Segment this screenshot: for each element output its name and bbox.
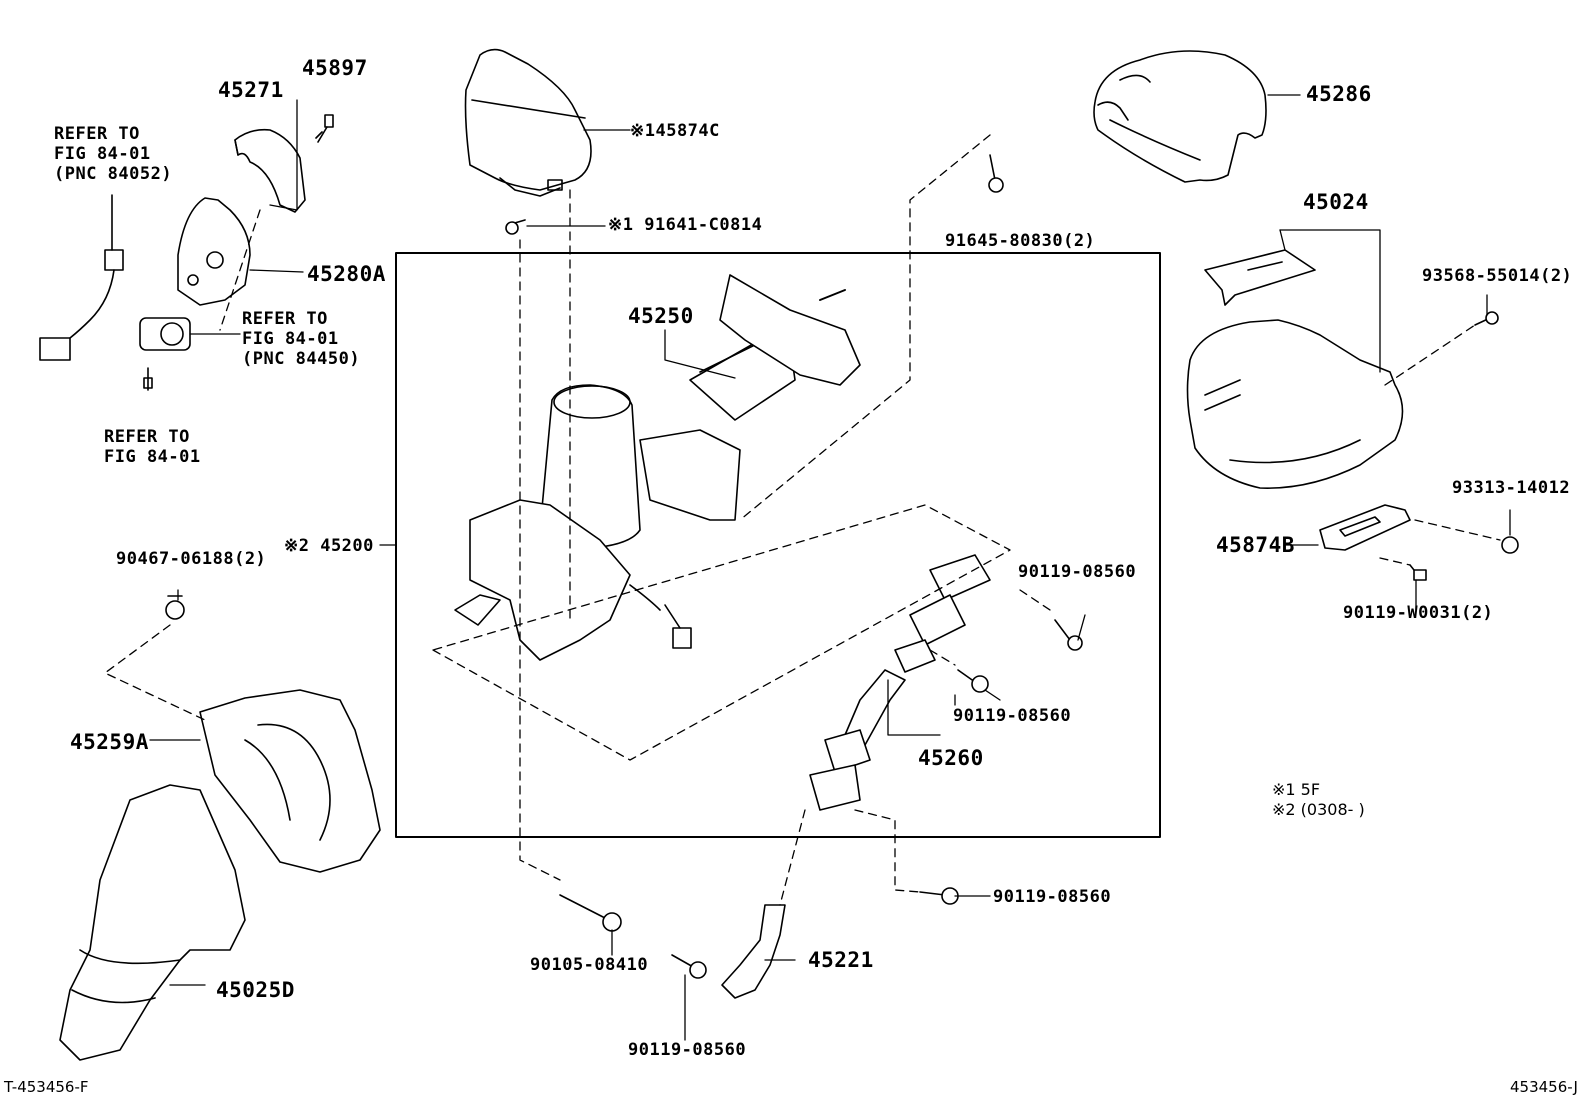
label-45897: 45897: [302, 56, 368, 80]
refer-line: REFER TO: [54, 124, 140, 144]
part-bolt-91645: [988, 154, 1004, 193]
part-45260-shaft: [809, 554, 991, 811]
label-45200: ※2 45200: [284, 536, 374, 556]
label-45221: 45221: [808, 948, 874, 972]
footer-right-code: 453456-J: [1510, 1078, 1578, 1096]
part-45250-column: [454, 274, 861, 661]
part-clip-90467: [165, 595, 185, 620]
dashed-lines: [104, 134, 1501, 906]
label-90119-W0031: 90119-W0031(2): [1343, 603, 1494, 623]
refer-line: (PNC 84052): [54, 164, 173, 184]
part-45025D-boot: [59, 784, 246, 1061]
part-45024-cover: [1186, 249, 1404, 489]
refer-line: FIG 84-01: [54, 144, 151, 164]
leader-lines: [149, 94, 1511, 1041]
part-45874C-cover: [464, 48, 592, 197]
part-small-screw: [143, 367, 153, 391]
label-90119-08560-b: 90119-08560: [953, 706, 1072, 726]
label-45286: 45286: [1306, 82, 1372, 106]
label-45025D: 45025D: [216, 978, 295, 1002]
part-bolt-90119-a: [1054, 619, 1083, 651]
refer-line: (PNC 84450): [242, 349, 361, 369]
label-45024: 45024: [1303, 190, 1369, 214]
part-bolt-90119-c: [919, 887, 959, 905]
label-91641: ※1 91641-C0814: [608, 215, 763, 235]
label-90119-08560-a: 90119-08560: [1018, 562, 1137, 582]
part-45271-clamp: [234, 128, 306, 213]
part-ignition-switch: [139, 317, 191, 351]
part-wire-connector: [39, 194, 124, 361]
part-45286-cover: [1093, 50, 1267, 183]
label-45271: 45271: [218, 78, 284, 102]
footer-left-code: T-453456-F: [4, 1078, 89, 1096]
part-45897-bolt: [315, 114, 334, 143]
refer-line: REFER TO: [242, 309, 328, 329]
refer-line: REFER TO: [104, 427, 190, 447]
part-45259A-cover: [199, 689, 381, 873]
label-45250: 45250: [628, 304, 694, 328]
refer-line: FIG 84-01: [242, 329, 339, 349]
label-90119-08560-c: 90119-08560: [993, 887, 1112, 907]
label-91645: 91645-80830(2): [945, 231, 1096, 251]
label-93568: 93568-55014(2): [1422, 266, 1573, 286]
part-bolt-90119-d: [671, 954, 707, 979]
part-45280A-housing: [177, 197, 251, 306]
part-bolt-93568: [1474, 311, 1499, 326]
label-45874B: 45874B: [1216, 533, 1295, 557]
note-2: ※2 (0308- ): [1272, 800, 1365, 819]
label-90119-08560-d: 90119-08560: [628, 1040, 747, 1060]
note-1: ※1 5F: [1272, 780, 1321, 799]
part-bolt-91641: [505, 219, 526, 235]
label-45260: 45260: [918, 746, 984, 770]
label-90105: 90105-08410: [530, 955, 649, 975]
label-45259A: 45259A: [70, 730, 149, 754]
part-45874B-bracket: [1319, 504, 1411, 551]
refer-to-84450: REFER TO FIG 84-01 (PNC 84450): [242, 309, 360, 369]
part-bolt-93313: [1501, 536, 1519, 554]
part-45221-yoke: [721, 904, 786, 999]
refer-to-84-01: REFER TO FIG 84-01: [104, 427, 201, 467]
label-45280A: 45280A: [307, 262, 386, 286]
refer-to-84052: REFER TO FIG 84-01 (PNC 84052): [54, 124, 172, 184]
part-bolt-90119-w: [1409, 564, 1427, 581]
label-93313: 93313-14012: [1452, 478, 1571, 498]
part-bolt-90105: [559, 894, 622, 932]
refer-line: FIG 84-01: [104, 447, 201, 467]
label-90467: 90467-06188(2): [116, 549, 267, 569]
label-45874C: ※145874C: [630, 121, 720, 141]
part-bolt-90119-b: [957, 669, 989, 693]
